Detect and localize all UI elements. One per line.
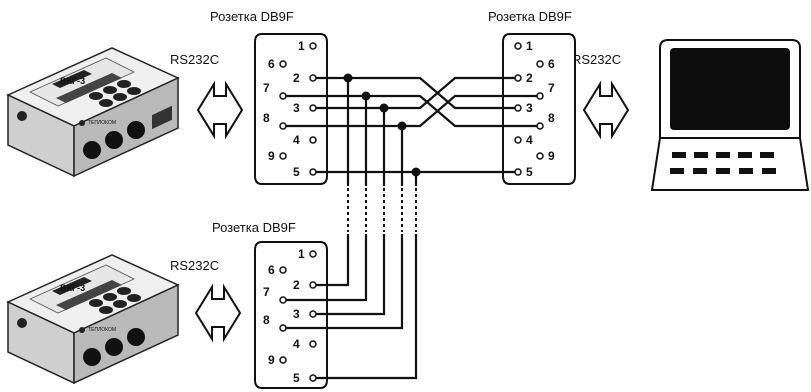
svg-text:3: 3 xyxy=(526,101,533,115)
svg-text:5: 5 xyxy=(526,165,533,179)
svg-text:7: 7 xyxy=(263,81,270,95)
svg-text:4: 4 xyxy=(293,337,300,351)
svg-text:5: 5 xyxy=(293,165,300,179)
svg-text:6: 6 xyxy=(268,57,275,71)
svg-text:7: 7 xyxy=(263,285,270,299)
svg-text:2: 2 xyxy=(526,71,533,85)
db9f-connector-top-right: 1 2 3 4 5 6 7 8 9 xyxy=(502,33,576,185)
device-brand-label: ТЕПЛОКОМ xyxy=(88,120,116,126)
connector-label-top-right: Розетка DB9F xyxy=(488,9,572,24)
svg-text:4: 4 xyxy=(293,133,300,147)
interface-label-top-left: RS232C xyxy=(170,52,219,67)
db9f-connector-top-left: 1 2 3 4 5 6 7 8 9 xyxy=(254,33,328,185)
svg-text:3: 3 xyxy=(293,307,300,321)
svg-text:8: 8 xyxy=(263,313,270,327)
bidirectional-arrow-icon xyxy=(194,283,242,343)
laptop-icon xyxy=(650,39,810,191)
device-vkg3-top: ВКГ-3 ТЕПЛОКОМ xyxy=(6,47,180,178)
bidirectional-arrow-icon xyxy=(196,80,244,140)
svg-text:8: 8 xyxy=(263,111,270,125)
wiring xyxy=(286,73,537,380)
device-model-label: ВКГ-3 xyxy=(60,283,85,293)
svg-text:1: 1 xyxy=(298,247,305,261)
svg-text:7: 7 xyxy=(548,81,555,95)
svg-text:1: 1 xyxy=(298,39,305,53)
svg-text:2: 2 xyxy=(293,278,300,292)
svg-text:9: 9 xyxy=(268,149,275,163)
db9f-connector-bottom: 1 2 3 4 5 6 7 8 9 xyxy=(254,241,328,389)
bidirectional-arrow-icon xyxy=(582,80,630,140)
svg-text:5: 5 xyxy=(293,371,300,385)
device-model-label: ВКГ-3 xyxy=(60,76,85,86)
connector-label-bottom: Розетка DB9F xyxy=(212,220,296,235)
svg-text:4: 4 xyxy=(526,133,533,147)
svg-text:1: 1 xyxy=(526,39,533,53)
interface-label-top-right: RS232C xyxy=(572,52,621,67)
svg-text:2: 2 xyxy=(293,71,300,85)
svg-text:8: 8 xyxy=(548,111,555,125)
svg-text:6: 6 xyxy=(268,263,275,277)
svg-text:3: 3 xyxy=(293,101,300,115)
connector-label-top-left: Розетка DB9F xyxy=(210,9,294,24)
svg-text:6: 6 xyxy=(548,57,555,71)
svg-text:9: 9 xyxy=(548,149,555,163)
device-brand-label: ТЕПЛОКОМ xyxy=(88,327,116,333)
svg-text:9: 9 xyxy=(268,353,275,367)
device-vkg3-bottom: ВКГ-3 ТЕПЛОКОМ xyxy=(6,254,180,385)
interface-label-bottom-left: RS232C xyxy=(170,258,219,273)
